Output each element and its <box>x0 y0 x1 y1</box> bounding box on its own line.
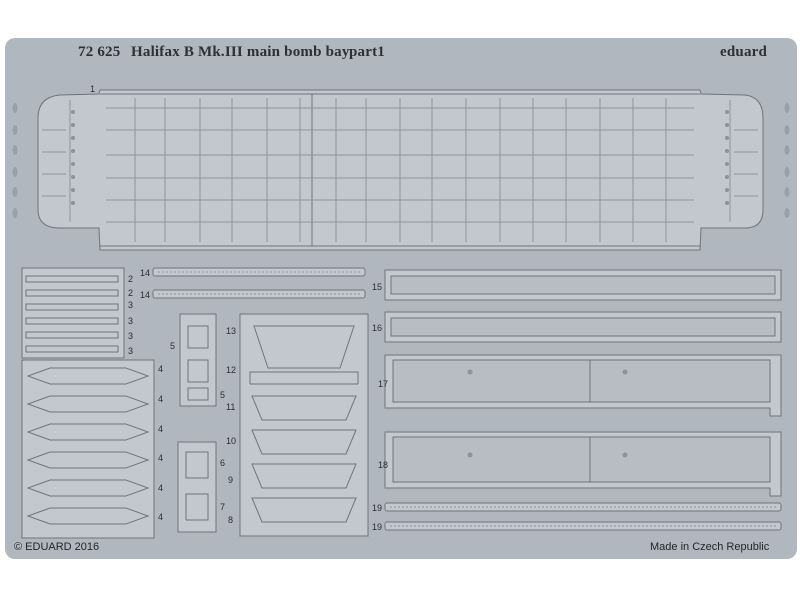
roof-end-ribs <box>42 129 758 197</box>
label-2b: 2 <box>128 288 133 298</box>
label-5a: 5 <box>170 341 175 351</box>
label-4e: 4 <box>158 483 163 493</box>
sheet-part: part1 <box>349 44 385 60</box>
label-13: 13 <box>226 326 236 336</box>
label-14b: 14 <box>140 290 150 300</box>
parts-17-18-side-walls <box>384 354 782 497</box>
parts-8-13-bulkheads <box>239 313 369 537</box>
label-8: 8 <box>228 515 233 525</box>
copyright-text: © EDUARD 2016 <box>14 541 100 553</box>
label-4c: 4 <box>158 424 163 434</box>
label-10: 10 <box>226 436 236 446</box>
parts-6-7-fittings <box>177 441 217 533</box>
catalog-number: 72 625 <box>78 44 121 60</box>
label-18: 18 <box>378 460 388 470</box>
roof-rivets-left <box>71 110 75 205</box>
part-number-labels: 1 2 2 3 3 3 3 4 4 4 4 4 4 5 5 6 7 8 9 10… <box>90 84 388 532</box>
label-11: 11 <box>226 402 235 412</box>
label-14a: 14 <box>140 268 150 278</box>
label-4f: 4 <box>158 512 163 522</box>
label-2a: 2 <box>128 274 133 284</box>
label-6: 6 <box>220 458 225 468</box>
label-16: 16 <box>372 323 382 333</box>
label-4b: 4 <box>158 394 163 404</box>
parts-15-16-side-rails <box>384 269 782 343</box>
label-19a: 19 <box>372 503 382 513</box>
label-12: 12 <box>226 365 236 375</box>
sheet-title: Halifax B Mk.III main bomb bay <box>131 44 350 60</box>
origin-text: Made in Czech Republic <box>650 541 770 553</box>
label-4a: 4 <box>158 364 163 374</box>
label-3a: 3 <box>128 300 133 310</box>
label-3d: 3 <box>128 346 133 356</box>
part-4-bomb-beams <box>21 359 155 539</box>
label-3b: 3 <box>128 316 133 326</box>
label-9: 9 <box>228 475 233 485</box>
label-3c: 3 <box>128 331 133 341</box>
label-15: 15 <box>372 282 382 292</box>
label-1: 1 <box>90 84 95 94</box>
roof-rib-grid <box>106 98 694 242</box>
part-5-brackets <box>179 313 217 407</box>
label-7: 7 <box>220 502 225 512</box>
label-5b: 5 <box>220 390 225 400</box>
label-4d: 4 <box>158 453 163 463</box>
brand-logo: eduard <box>720 44 768 60</box>
part-1-bomb-bay-roof <box>37 89 764 251</box>
roof-rivets-right <box>725 110 729 205</box>
fret-attachment-tabs <box>12 103 790 218</box>
part-14-strips <box>152 267 366 299</box>
part-19-strips <box>384 502 782 531</box>
parts-2-3-hinge-strips <box>21 267 125 359</box>
label-17: 17 <box>378 379 388 389</box>
label-19b: 19 <box>372 522 382 532</box>
